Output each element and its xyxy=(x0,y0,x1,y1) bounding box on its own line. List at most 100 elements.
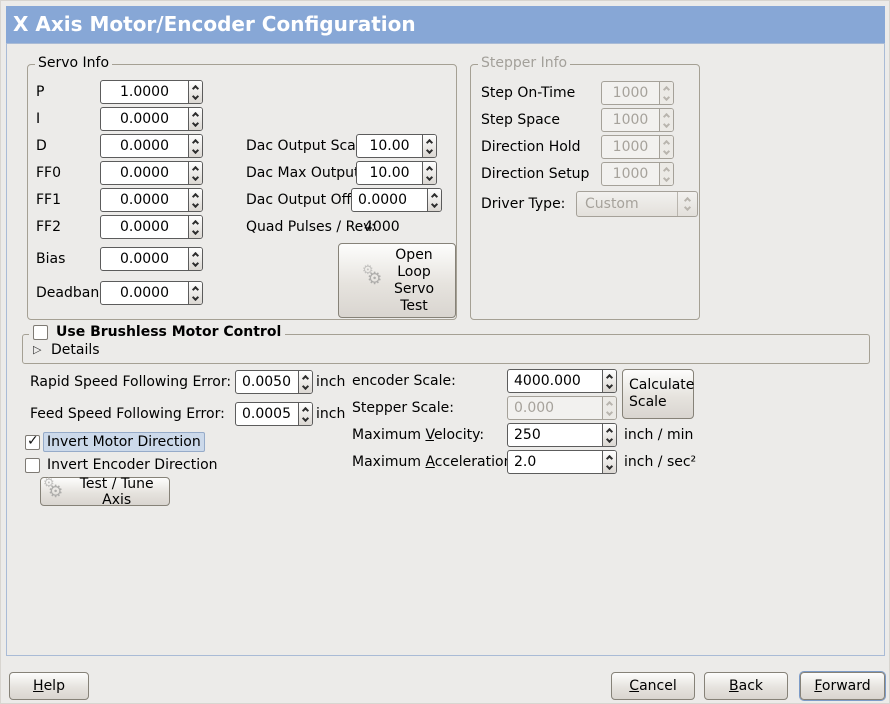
open-loop-servo-test-button[interactable]: Open Loop Servo Test xyxy=(338,243,456,318)
spinner xyxy=(602,397,616,419)
spin-up-button[interactable] xyxy=(189,248,202,259)
dac-output-scale-input[interactable]: 10.00 xyxy=(356,134,437,158)
spin-down-button[interactable] xyxy=(299,414,312,425)
quad-pulses-label: Quad Pulses / Rev: xyxy=(246,219,376,235)
spin-up-button xyxy=(660,136,673,147)
chevron-down-icon xyxy=(425,173,434,181)
spin-down-button[interactable] xyxy=(189,146,202,157)
spin-up-button[interactable] xyxy=(603,424,616,435)
back-button[interactable]: Back xyxy=(704,672,788,700)
spin-down-button[interactable] xyxy=(189,200,202,211)
spin-down-button[interactable] xyxy=(428,200,441,211)
ff0-input[interactable]: 0.0000 xyxy=(100,161,203,185)
spin-up-button[interactable] xyxy=(189,216,202,227)
invert-encoder-direction-checkbox[interactable] xyxy=(25,458,40,473)
spin-up-button[interactable] xyxy=(299,371,312,382)
spin-down-button[interactable] xyxy=(299,382,312,393)
bias-input[interactable]: 0.0000 xyxy=(100,247,203,271)
direction-setup-input: 1000 xyxy=(601,162,674,186)
invert-motor-direction-checkbox[interactable] xyxy=(25,433,40,450)
spin-up-button[interactable] xyxy=(189,135,202,146)
chevron-up-icon xyxy=(430,192,439,200)
ff2-input[interactable]: 0.0000 xyxy=(100,215,203,239)
spinner xyxy=(427,189,441,211)
feed-following-error-input[interactable]: 0.0005 xyxy=(235,402,313,426)
calculate-scale-button[interactable]: Calculate Scale xyxy=(622,369,694,419)
chevron-down-icon xyxy=(605,462,614,470)
chevron-down-icon xyxy=(430,200,439,208)
spinner xyxy=(188,135,202,157)
invert-motor-direction-label[interactable]: Invert Motor Direction xyxy=(43,432,205,452)
brushless-checkbox-row[interactable]: Use Brushless Motor Control xyxy=(29,324,286,340)
p-gain-input[interactable]: 1.0000 xyxy=(100,80,203,104)
calculate-scale-label: Calculate Scale xyxy=(629,377,695,410)
i-gain-input[interactable]: 0.0000 xyxy=(100,107,203,131)
deadband-input[interactable]: 0.0000 xyxy=(100,281,203,305)
spinner xyxy=(188,248,202,270)
spin-down-button[interactable] xyxy=(189,173,202,184)
chevron-up-icon xyxy=(191,165,200,173)
spinner xyxy=(188,108,202,130)
encoder-scale-input[interactable]: 4000.000 xyxy=(507,369,617,393)
details-expander-label[interactable]: Details xyxy=(51,342,100,358)
spinner xyxy=(188,216,202,238)
maximum-velocity-input[interactable]: 250 xyxy=(507,423,617,447)
spinner xyxy=(188,189,202,211)
help-button[interactable]: Help xyxy=(9,672,89,700)
spinner xyxy=(188,81,202,103)
spin-up-button[interactable] xyxy=(189,189,202,200)
dac-output-offset-input[interactable]: 0.0000 xyxy=(351,188,442,212)
spin-up-button[interactable] xyxy=(423,135,436,146)
dac-max-output-input[interactable]: 10.00 xyxy=(356,161,437,185)
spin-down-button[interactable] xyxy=(189,119,202,130)
spin-down-button[interactable] xyxy=(189,293,202,304)
chevron-up-icon xyxy=(425,138,434,146)
spin-down-button xyxy=(603,408,616,419)
ff1-input[interactable]: 0.0000 xyxy=(100,188,203,212)
spin-up-button[interactable] xyxy=(189,81,202,92)
maximum-velocity-label: Maximum Velocity: xyxy=(352,427,485,443)
spin-up-button[interactable] xyxy=(603,370,616,381)
spin-down-button[interactable] xyxy=(603,462,616,473)
spin-up-button[interactable] xyxy=(428,189,441,200)
spinner xyxy=(659,163,673,185)
spin-up-button[interactable] xyxy=(603,451,616,462)
test-tune-axis-button[interactable]: Test / Tune Axis xyxy=(40,476,170,508)
invert-encoder-direction-label[interactable]: Invert Encoder Direction xyxy=(47,457,218,473)
rapid-following-error-unit: inch xyxy=(316,374,346,390)
chevron-down-icon xyxy=(662,147,671,155)
spin-down-button[interactable] xyxy=(603,381,616,392)
spin-up-button[interactable] xyxy=(189,162,202,173)
spinner xyxy=(422,162,436,184)
rapid-following-error-input[interactable]: 0.0050 xyxy=(235,370,313,394)
spin-down-button[interactable] xyxy=(189,92,202,103)
use-brushless-checkbox[interactable] xyxy=(33,324,48,340)
dac-max-output-label: Dac Max Output: xyxy=(246,165,365,181)
d-gain-input[interactable]: 0.0000 xyxy=(100,134,203,158)
spin-up-button[interactable] xyxy=(189,108,202,119)
chevron-down-icon xyxy=(191,119,200,127)
spin-up-button[interactable] xyxy=(189,282,202,293)
spin-down-button[interactable] xyxy=(423,146,436,157)
chevron-down-icon xyxy=(605,435,614,443)
chevron-down-icon xyxy=(683,203,692,212)
use-brushless-label: Use Brushless Motor Control xyxy=(56,324,282,340)
spin-down-button[interactable] xyxy=(603,435,616,446)
gears-icon xyxy=(41,476,64,504)
direction-hold-label: Direction Hold xyxy=(481,139,581,155)
chevron-down-icon xyxy=(191,173,200,181)
spin-down-button[interactable] xyxy=(189,227,202,238)
maximum-acceleration-label: Maximum Acceleration: xyxy=(352,454,518,470)
cancel-button[interactable]: Cancel xyxy=(611,672,695,700)
spin-up-button[interactable] xyxy=(299,403,312,414)
servo-info-frame-label: Servo Info xyxy=(35,55,113,71)
maximum-acceleration-input[interactable]: 2.0 xyxy=(507,450,617,474)
forward-button-label: Forward xyxy=(814,678,871,694)
forward-button[interactable]: Forward xyxy=(800,672,885,700)
spin-up-button[interactable] xyxy=(423,162,436,173)
expander-triangle-icon[interactable]: ▷ xyxy=(33,343,42,356)
spin-down-button xyxy=(660,147,673,158)
spin-down-button[interactable] xyxy=(189,259,202,270)
spin-down-button[interactable] xyxy=(423,173,436,184)
direction-hold-input: 1000 xyxy=(601,135,674,159)
